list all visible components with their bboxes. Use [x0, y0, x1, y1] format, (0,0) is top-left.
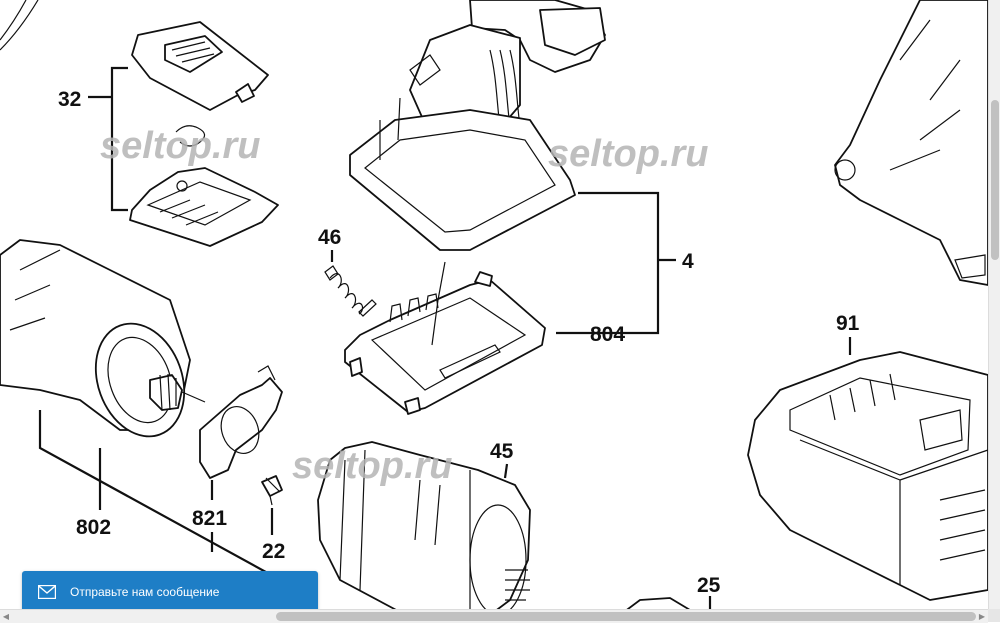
part-number-804: 804: [590, 323, 625, 346]
spring-part: [324, 265, 377, 317]
scroll-left-arrow-icon[interactable]: ◀: [2, 612, 10, 621]
part-number-4: 4: [682, 250, 694, 273]
motor-bracket-plate-part: [199, 365, 283, 479]
watermarks: seltop.ru seltop.ru seltop.ru: [100, 125, 708, 487]
battery-pack-part: [747, 337, 989, 601]
part-number-802: 802: [76, 516, 111, 539]
send-message-chat-button[interactable]: Отправьте нам сообщение: [22, 571, 318, 613]
watermark: seltop.ru: [292, 445, 452, 487]
part-number-821: 821: [192, 507, 227, 530]
watermark: seltop.ru: [548, 133, 708, 175]
vertical-scrollbar[interactable]: [988, 0, 1000, 609]
handle-housing-part: [349, 0, 606, 251]
leader-lines-32: [88, 66, 128, 212]
scroll-right-arrow-icon[interactable]: ▶: [978, 612, 986, 621]
leader-lines-lower: [38, 250, 712, 610]
contact-plate-part: [344, 261, 546, 415]
watermark: seltop.ru: [100, 125, 260, 167]
part-number-22: 22: [262, 540, 285, 563]
part-number-labels: 32 46 4 804 91 45 802 821 22 25: [58, 88, 860, 597]
vertical-scroll-thumb[interactable]: [991, 100, 999, 260]
part-number-25: 25: [697, 574, 721, 597]
gearbox-housing-part: [834, 0, 989, 286]
part-number-45: 45: [490, 440, 514, 463]
envelope-icon: [38, 585, 56, 599]
scrollbar-corner: [988, 609, 1000, 622]
part-number-32: 32: [58, 88, 81, 111]
clip-spring-part: [175, 125, 206, 147]
battery-latch-cover-part: [131, 21, 269, 111]
motor-part: [0, 239, 206, 438]
cord-fragment: [0, 0, 39, 51]
horizontal-scrollbar[interactable]: ◀ ▶: [0, 609, 988, 623]
gearbox-part: [317, 441, 531, 619]
screw-part: [261, 475, 283, 506]
latch-plate-part: [129, 167, 279, 247]
leader-lines-4-804: [556, 191, 676, 335]
part-number-46: 46: [318, 226, 341, 249]
horizontal-scroll-thumb[interactable]: [276, 612, 976, 621]
chat-button-label: Отправьте нам сообщение: [70, 585, 220, 599]
part-number-91: 91: [836, 312, 860, 335]
